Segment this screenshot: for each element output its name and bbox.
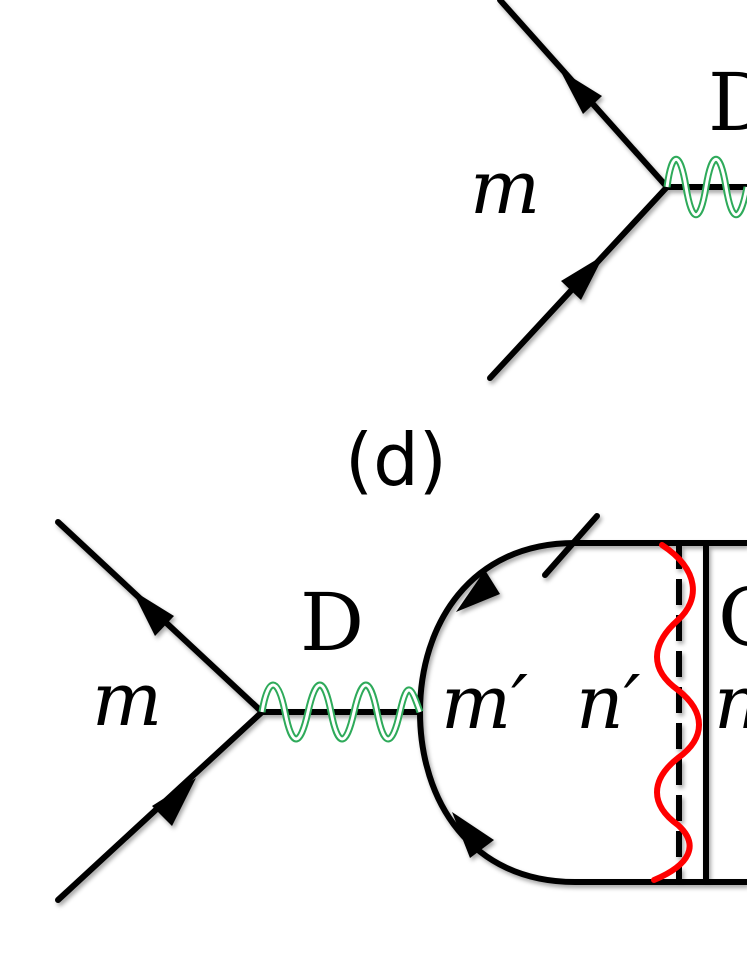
- interaction-wavy-line: [651, 542, 702, 883]
- top-wavy-boson-inner: [665, 157, 747, 217]
- loop-lower-arrow-icon: [452, 812, 494, 858]
- cut-mark-line: [542, 513, 600, 578]
- loop-label-C-cut: C: [718, 571, 747, 664]
- loop-label-n-cut: n: [714, 660, 747, 746]
- bottom-wavy-boson-inner: [260, 683, 422, 741]
- loop-fermion-path: [416, 540, 747, 885]
- top-incoming-arrow-icon: [561, 255, 604, 300]
- bottom-incoming-arrow-icon: [152, 778, 196, 826]
- loop-label-m-prime: m′: [441, 660, 528, 746]
- bottom-label-m: m: [92, 657, 162, 743]
- loop-label-n-prime: n′: [576, 660, 641, 746]
- top-outgoing-arrow-icon: [560, 70, 602, 114]
- top-label-m: m: [470, 145, 540, 231]
- bottom-label-D: D: [300, 576, 364, 669]
- top-label-D: D: [708, 56, 747, 149]
- bottom-outgoing-arrow-icon: [132, 590, 174, 636]
- panel-label-d: (d): [345, 418, 447, 502]
- loop-upper-arrow-icon: [456, 570, 500, 612]
